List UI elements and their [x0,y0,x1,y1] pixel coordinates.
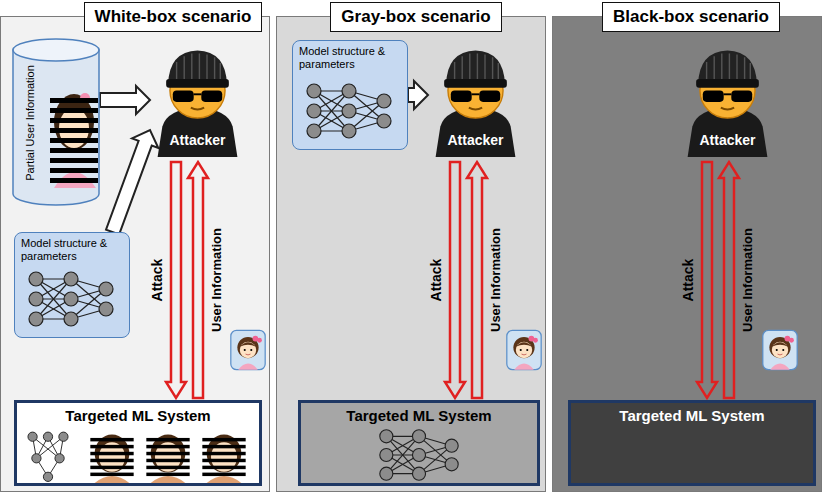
edge-label: User Information [209,228,225,332]
scenario-panel: White-box scenarioPartial User Informati… [0,16,270,492]
icon-art [367,427,471,483]
icon-art [13,39,99,205]
database-cylinder: Partial User Information [12,38,100,208]
node-label: Model structure & parameters [299,45,401,70]
node-label: Attacker [699,132,755,148]
edge-label: Attack [149,259,165,302]
flow-arrow [719,162,739,398]
edge-label: Attack [680,259,696,302]
attacker-figure: Attacker [428,40,523,160]
user-icon [231,330,265,369]
flow-arrow [166,162,186,398]
target-system-box: Targeted ML System [14,400,262,486]
user-icon [763,330,797,369]
block-arrow [408,81,428,109]
icon-art [201,431,247,483]
flow-arrow [467,162,487,398]
attacker-figure: Attacker [680,40,775,160]
scenario-title: Black-box scenario [602,2,780,32]
edge-label: User Information [740,228,756,332]
panel-ground [276,16,546,492]
scenario-panel: Black-box scenarioAttackerTargeted ML Sy… [552,16,822,492]
attacker-figure: Attacker [150,40,245,160]
node-label: Attacker [447,132,503,148]
icon-art [436,51,516,157]
icon-art [21,269,121,329]
target-system-box: Targeted ML System [298,400,540,486]
icon-art [158,51,238,157]
model-box: Model structure & parameters [14,232,130,338]
flow-arrow [697,162,717,398]
scenario-title: Gray-box scenario [330,2,501,32]
node-label: Partial User Information [24,65,37,181]
block-arrow [106,130,158,234]
scenario-panel: Gray-box scenarioModel structure & param… [276,16,546,492]
edge-label: User Information [488,228,504,332]
icon-art [29,272,113,326]
target-system-box: Targeted ML System [568,400,816,486]
icon-art [145,431,191,483]
panel-ground [0,16,270,492]
node-label: Attacker [169,132,225,148]
scenario-title: White-box scenario [84,2,263,32]
panel-ground [552,16,822,492]
node-label: Model structure & parameters [21,237,123,262]
icon-art [688,51,768,157]
icon-art [28,432,68,481]
icon-art [90,434,133,483]
icon-art [89,431,135,483]
icon-art [380,430,458,480]
icon-art [146,434,189,483]
icon-art [202,434,245,483]
icon-art [299,81,399,141]
edge-label: Attack [428,259,444,302]
flow-arrow [188,162,208,398]
model-box: Model structure & parameters [292,40,408,150]
icon-art [23,429,73,483]
block-arrow [100,86,150,114]
node-label: Targeted ML System [571,407,813,424]
user-icon [507,330,541,369]
icon-art [307,84,391,138]
node-label: Targeted ML System [17,407,259,424]
node-label: Targeted ML System [301,407,537,424]
flow-arrow [445,162,465,398]
